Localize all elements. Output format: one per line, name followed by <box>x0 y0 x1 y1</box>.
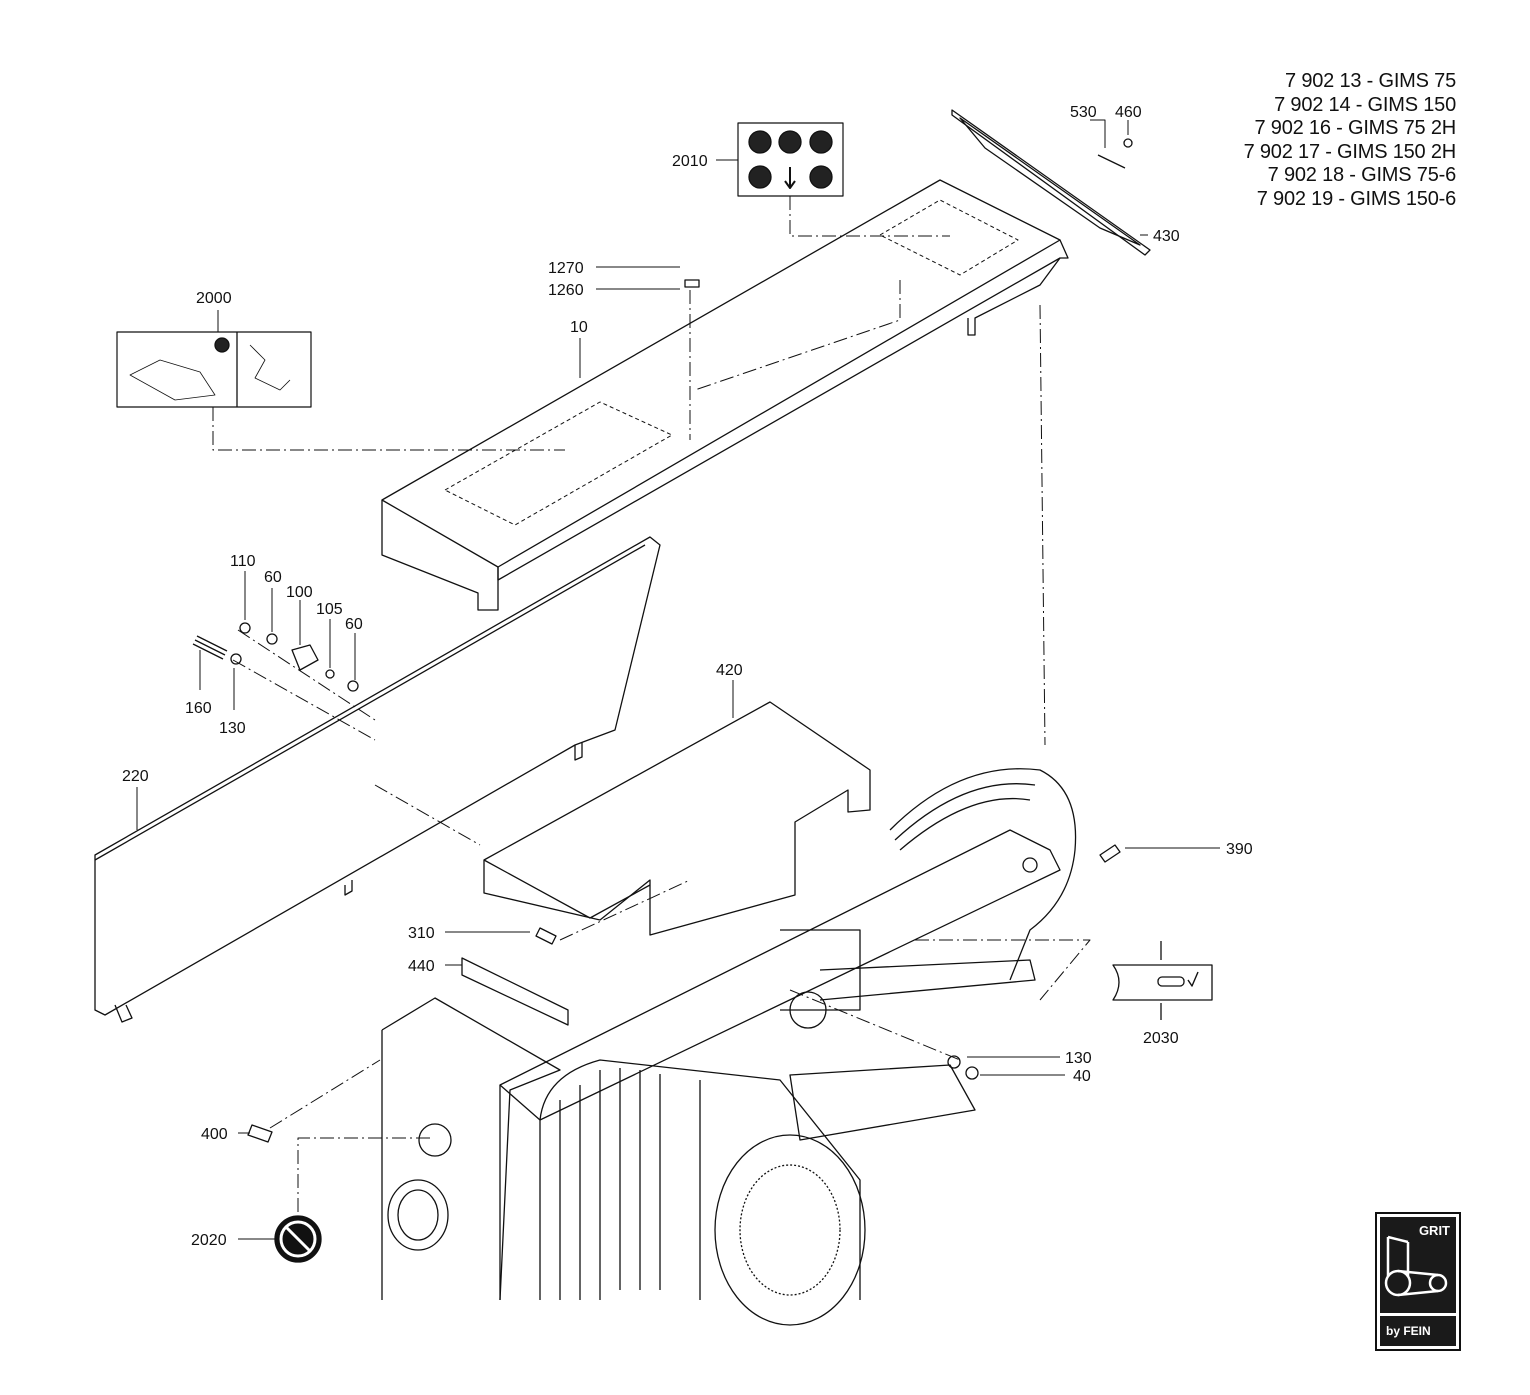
assembly-lines <box>212 196 1091 1212</box>
small-hardware-parts <box>192 138 1133 1143</box>
callout-2030: 2030 <box>1143 1030 1179 1047</box>
callout-530: 530 <box>1070 104 1097 121</box>
callout-105: 105 <box>316 601 343 618</box>
callout-130b: 130 <box>1065 1050 1092 1067</box>
manual-illustration <box>116 331 312 408</box>
callout-440: 440 <box>408 958 435 975</box>
inner-guard-420 <box>483 701 871 936</box>
no-rain-symbol <box>274 1215 322 1263</box>
callout-100: 100 <box>286 584 313 601</box>
sander-frame <box>499 768 1077 1300</box>
model-line: 7 902 19 - GIMS 150-6 <box>1256 187 1456 210</box>
warning-label-panel <box>737 122 844 197</box>
brand-byline: by FEIN <box>1380 1316 1456 1346</box>
brand-logo-panel: GRIT <box>1380 1217 1456 1313</box>
callout-220: 220 <box>122 768 149 785</box>
callout-420: 420 <box>716 662 743 679</box>
callout-labels: 530 460 430 2010 1270 1260 10 2000 110 6… <box>122 104 1253 1249</box>
callout-10: 10 <box>570 319 588 336</box>
callout-460: 460 <box>1115 104 1142 121</box>
brand-name: GRIT <box>1418 1223 1450 1238</box>
callout-160: 160 <box>185 700 212 717</box>
callout-390: 390 <box>1226 841 1253 858</box>
belt-logo-icon <box>1384 1235 1448 1297</box>
motor <box>539 1059 866 1326</box>
cover-plate-430 <box>951 109 1151 256</box>
model-line: 7 902 13 - GIMS 75 <box>1285 70 1456 92</box>
motor-housing <box>381 997 561 1301</box>
model-line: 7 902 16 - GIMS 75 2H <box>1254 117 1457 139</box>
callout-60a: 60 <box>264 569 282 586</box>
callout-40: 40 <box>1073 1068 1091 1085</box>
callout-60b: 60 <box>345 616 363 633</box>
callout-430: 430 <box>1153 228 1180 245</box>
model-line: 7 902 18 - GIMS 75-6 <box>1267 164 1457 186</box>
callout-1260: 1260 <box>548 282 584 299</box>
callout-leaders <box>136 119 1220 1240</box>
callout-2000: 2000 <box>196 290 232 307</box>
top-cover-part <box>381 179 1069 611</box>
callout-110: 110 <box>230 553 256 570</box>
model-number-list: 7 902 13 - GIMS 75 7 902 14 - GIMS 150 7… <box>1243 70 1457 211</box>
callout-130a: 130 <box>219 720 246 737</box>
callout-310: 310 <box>408 925 435 942</box>
callout-2010: 2010 <box>672 153 708 170</box>
grit-by-fein-logo: GRIT by FEIN <box>1375 1212 1461 1351</box>
callout-2020: 2020 <box>191 1232 227 1249</box>
side-panel-220 <box>94 536 661 1023</box>
callout-1270: 1270 <box>548 260 584 277</box>
model-line: 7 902 14 - GIMS 150 <box>1274 93 1456 116</box>
adjustment-note <box>1112 941 1213 1020</box>
model-line: 7 902 17 - GIMS 150 2H <box>1243 140 1457 163</box>
callout-400: 400 <box>201 1126 228 1143</box>
